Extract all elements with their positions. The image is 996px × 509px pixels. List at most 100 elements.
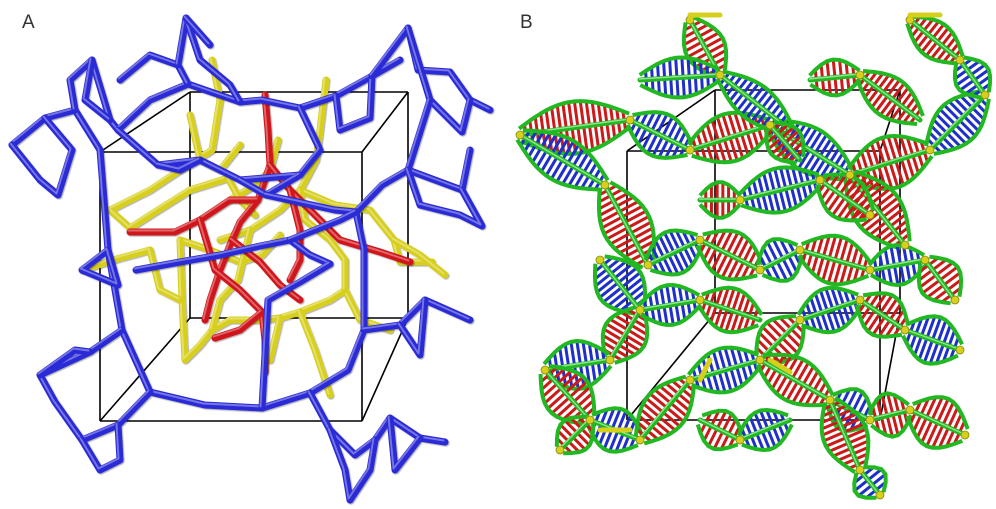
blue-strand	[404, 166, 486, 230]
ribbon-edge	[638, 55, 721, 77]
ribbon-axis-highlight	[798, 248, 870, 270]
junction-node	[865, 210, 875, 220]
ribbon-edge	[696, 304, 759, 335]
ribbon-edge	[855, 78, 918, 126]
ribbon-edge	[522, 128, 610, 182]
ribbon-edge	[538, 373, 586, 426]
red-strand	[228, 91, 274, 244]
ribbon-edge	[761, 254, 805, 283]
ribbon-axis	[807, 72, 863, 83]
junction-node	[875, 490, 885, 500]
ribbon-axis	[687, 122, 773, 153]
junction-node	[540, 365, 550, 375]
ribbon-edge	[686, 345, 760, 376]
junction-node	[625, 115, 635, 125]
helical-ribbon	[796, 233, 874, 287]
ribbon-edge	[801, 304, 864, 335]
blue-strand-highlight	[133, 237, 330, 270]
junction-node	[960, 430, 970, 440]
ribbon-axis-highlight	[928, 93, 985, 150]
cube-edge	[361, 91, 409, 153]
junction-node	[855, 295, 865, 305]
red-strand-highlight	[212, 309, 262, 338]
blue-strand	[286, 208, 360, 244]
helical-ribbon	[846, 134, 934, 191]
blue-strand-highlight	[9, 115, 72, 195]
ribbon-edge	[800, 233, 874, 266]
ribbon-axis	[607, 307, 643, 363]
ribbon-axis-highlight	[858, 298, 905, 330]
ribbon-edge	[963, 55, 993, 93]
ribbon-edge	[639, 78, 722, 100]
ribbon-edge	[851, 155, 934, 191]
ribbon-edge	[867, 243, 926, 267]
helical-ribbon	[807, 57, 863, 98]
blue-strand	[258, 260, 334, 412]
ribbon-edge	[515, 138, 603, 192]
ribbon-axis	[867, 407, 913, 423]
helical-ribbon	[764, 120, 806, 165]
ribbon-edge	[604, 254, 647, 307]
ribbon-edge	[854, 304, 903, 339]
ribbon-axis-highlight	[688, 18, 720, 75]
ribbon-edge	[740, 183, 823, 215]
ribbon-edge	[701, 285, 764, 316]
blue-strand	[404, 24, 474, 136]
junction-node	[855, 70, 865, 80]
ribbon-edge	[814, 183, 867, 223]
ribbon-edge	[698, 180, 742, 197]
helical-ribbon	[697, 180, 743, 220]
ribbon-axis-highlight	[758, 318, 800, 360]
junction-node	[795, 245, 805, 255]
ribbon-axis	[757, 247, 803, 273]
ribbon-axis-highlight	[758, 358, 830, 400]
junction-node	[515, 130, 525, 140]
ribbon-axis-highlight	[628, 118, 690, 150]
junction-node	[900, 325, 910, 335]
yellow-strand	[208, 226, 254, 334]
ribbon-axis-highlight	[518, 133, 605, 185]
ribbon-edge	[736, 408, 789, 437]
blue-strand-highlight	[287, 209, 356, 240]
ribbon-axis-highlight	[828, 398, 860, 470]
blue-strand	[332, 72, 376, 134]
ribbon-edge	[862, 69, 925, 117]
junction-node	[735, 435, 745, 445]
ribbon-edge	[698, 203, 742, 220]
yellow-strand-highlight	[297, 187, 345, 290]
helical-ribbon	[554, 414, 596, 456]
node-stub	[697, 357, 713, 383]
ribbon-edge	[691, 129, 774, 165]
blue-strand	[386, 414, 424, 474]
helical-ribbon	[755, 237, 805, 283]
ribbon-axis	[737, 177, 823, 203]
helical-ribbon	[855, 69, 925, 126]
junction-node	[595, 255, 605, 265]
helical-ribbon	[637, 283, 703, 327]
ribbon-edge	[632, 110, 695, 146]
ribbon-axis-highlight	[688, 123, 770, 150]
yellow-strand	[266, 314, 284, 364]
junction-node	[605, 355, 615, 365]
helical-ribbon	[854, 291, 911, 339]
junction-node	[695, 235, 705, 245]
ribbon-edge	[823, 172, 876, 212]
ribbon-edge	[862, 291, 911, 326]
blue-strand-highlight	[183, 15, 210, 45]
yellow-strand	[176, 236, 216, 364]
ribbon-edge	[906, 314, 964, 346]
ribbon-axis-highlight	[603, 183, 648, 265]
ribbon-axis	[637, 72, 723, 83]
junction-node	[845, 170, 855, 180]
blue-strand	[154, 156, 204, 174]
blue-strand-highlight	[175, 15, 240, 102]
ribbon-edge	[695, 244, 758, 282]
junction-node	[980, 90, 990, 100]
blue-strand-highlight	[79, 247, 118, 285]
junction-node	[765, 120, 775, 130]
ribbon-axis-highlight	[698, 418, 740, 440]
yellow-strand-highlight	[147, 247, 180, 300]
ribbon-edge	[755, 237, 799, 266]
ribbon-edge	[911, 395, 970, 430]
ribbon-edge	[866, 391, 910, 416]
